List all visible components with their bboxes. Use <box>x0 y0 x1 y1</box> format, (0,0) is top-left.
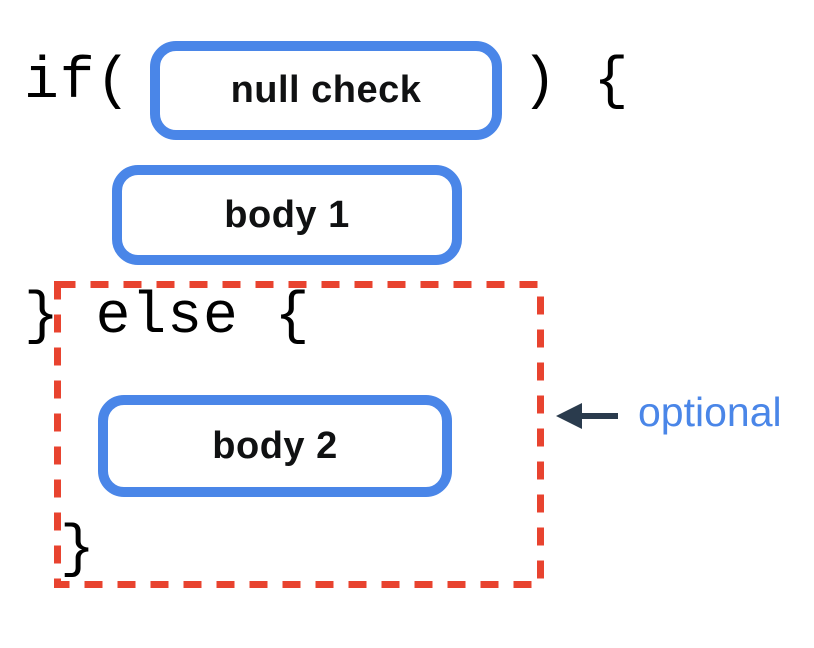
optional-region-dashed-outline <box>54 281 544 588</box>
code-paren-close-brace-open: ) { <box>522 50 630 115</box>
condition-box-label: null check <box>230 69 422 111</box>
body2-box-label: body 2 <box>212 424 338 467</box>
code-if-open: if( <box>24 50 132 115</box>
code-else-line: } else { <box>24 285 311 350</box>
optional-label: optional <box>638 389 782 435</box>
body2-box: body 2 <box>98 395 452 497</box>
code-closing-brace: } <box>60 518 96 583</box>
body1-box-label: body 1 <box>224 193 350 236</box>
condition-box: null check <box>150 41 502 140</box>
body1-box: body 1 <box>112 165 462 265</box>
arrow-left-icon <box>556 403 618 429</box>
